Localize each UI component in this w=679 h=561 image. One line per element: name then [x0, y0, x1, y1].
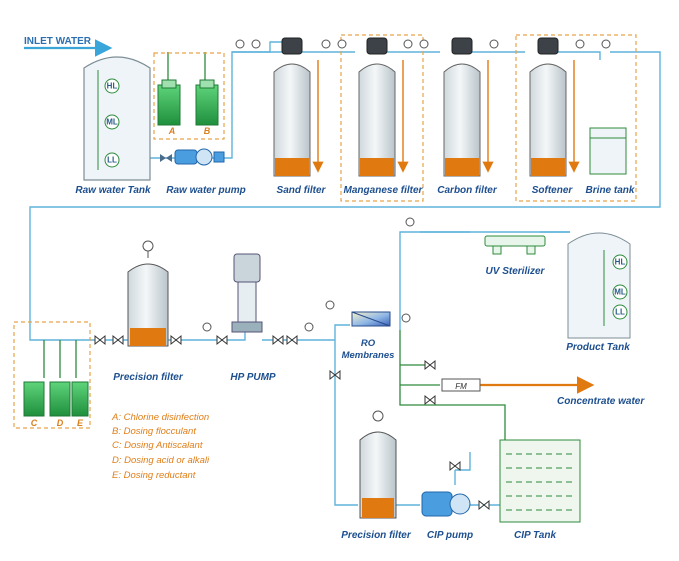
brine-tank-label: Brine tank	[585, 185, 635, 196]
gauge-7	[575, 39, 585, 49]
precision-filter-2-label: Precision filter	[341, 530, 411, 541]
product-tank-hl: HL	[614, 257, 626, 267]
cip-tank-label: CIP Tank	[513, 530, 557, 541]
legend-item-c: C: Dosing Antiscalant	[112, 440, 203, 451]
gauge-6	[489, 39, 499, 49]
raw-tank-hl: HL	[106, 81, 118, 91]
cip-tank	[499, 439, 581, 523]
valve-7	[424, 359, 436, 371]
product-tank-label: Product Tank	[566, 342, 630, 353]
valve-5	[286, 334, 298, 346]
ro-membranes-label-1: RO Membranes	[338, 338, 398, 362]
valve-0	[94, 334, 106, 346]
dashed-boxes	[13, 34, 637, 429]
valve-2	[170, 334, 182, 346]
raw-tank-ml: ML	[106, 117, 118, 127]
ro-membrane	[351, 311, 391, 327]
gauge-2	[321, 39, 331, 49]
brine-tank	[589, 127, 627, 175]
gauge-10	[202, 322, 212, 332]
uv-sterilizer	[484, 235, 546, 255]
valves	[94, 334, 490, 511]
dosing-tag-b: B	[203, 126, 211, 136]
hp-pump-label: HP PUMP	[230, 372, 276, 383]
dosing-units-top	[157, 79, 219, 126]
gauge-1	[251, 39, 261, 49]
dosing-tag-c: C	[30, 418, 38, 428]
softener-label: Softener	[531, 185, 573, 196]
green-pipework	[43, 52, 506, 440]
gauge-13	[401, 313, 411, 323]
inlet-water-label: INLET WATER	[24, 36, 92, 47]
legend-item-b: B: Dosing flocculant	[112, 426, 196, 437]
precision-filter-2	[359, 410, 397, 519]
gauge-0	[235, 39, 245, 49]
gauge-5	[419, 39, 429, 49]
valve-8	[424, 394, 436, 406]
product-tank-ml: ML	[614, 287, 626, 297]
valve-1	[112, 334, 124, 346]
valve-6	[329, 369, 341, 381]
product-tank	[567, 232, 631, 339]
precision-filter-1-label: Precision filter	[113, 372, 183, 383]
gauge-12	[325, 300, 335, 310]
uv-sterilizer-label: UV Sterilizer	[485, 266, 545, 277]
raw-water-pump	[160, 148, 225, 166]
carbon-filter-label: Carbon filter	[437, 185, 497, 196]
cip-pump	[421, 491, 471, 517]
product-tank-ll: LL	[615, 307, 625, 317]
dosing-tag-a: A	[168, 126, 176, 136]
precision-filter-1	[127, 240, 169, 347]
legend-item-a: A: Chlorine disinfection	[112, 412, 210, 423]
sand-filter-label: Sand filter	[276, 185, 326, 196]
flowmeter: FM	[441, 378, 481, 392]
concentrate-water-label: Concentrate water	[557, 396, 645, 407]
hp-pump	[231, 253, 263, 333]
gauge-4	[403, 39, 413, 49]
valve-4	[272, 334, 284, 346]
gauge-9	[405, 217, 415, 227]
raw-water-tank-label: Raw water Tank	[75, 185, 151, 196]
raw-water-tank	[83, 56, 151, 181]
gauge-8	[601, 39, 611, 49]
dosing-tag-d: D	[56, 418, 64, 428]
gauge-3	[337, 39, 347, 49]
sand-filter-vessel	[273, 37, 324, 177]
carbon-filter-vessel	[443, 37, 494, 177]
svg-text:FM: FM	[455, 382, 467, 391]
ro-membranes-label: RO Membranes	[341, 338, 395, 361]
pressure-filters	[273, 37, 580, 177]
raw-tank-ll: LL	[107, 155, 117, 165]
legend-item-d: D: Dosing acid or alkali	[112, 455, 210, 466]
manganese-filter-vessel	[358, 37, 409, 177]
cip-pump-label: CIP pump	[426, 530, 474, 541]
legend-item-e: E: Dosing reductant	[112, 470, 196, 481]
valve-9	[478, 499, 490, 511]
dosing-tag-e: E	[76, 418, 84, 428]
softener-filter-vessel	[529, 37, 580, 177]
dosing-units-bottom	[23, 381, 89, 417]
manganese-filter-label: Manganese filter	[343, 185, 423, 196]
gauge-11	[304, 322, 314, 332]
valve-10	[449, 460, 461, 472]
valve-3	[216, 334, 228, 346]
raw-water-pump-label: Raw water pump	[166, 185, 246, 196]
